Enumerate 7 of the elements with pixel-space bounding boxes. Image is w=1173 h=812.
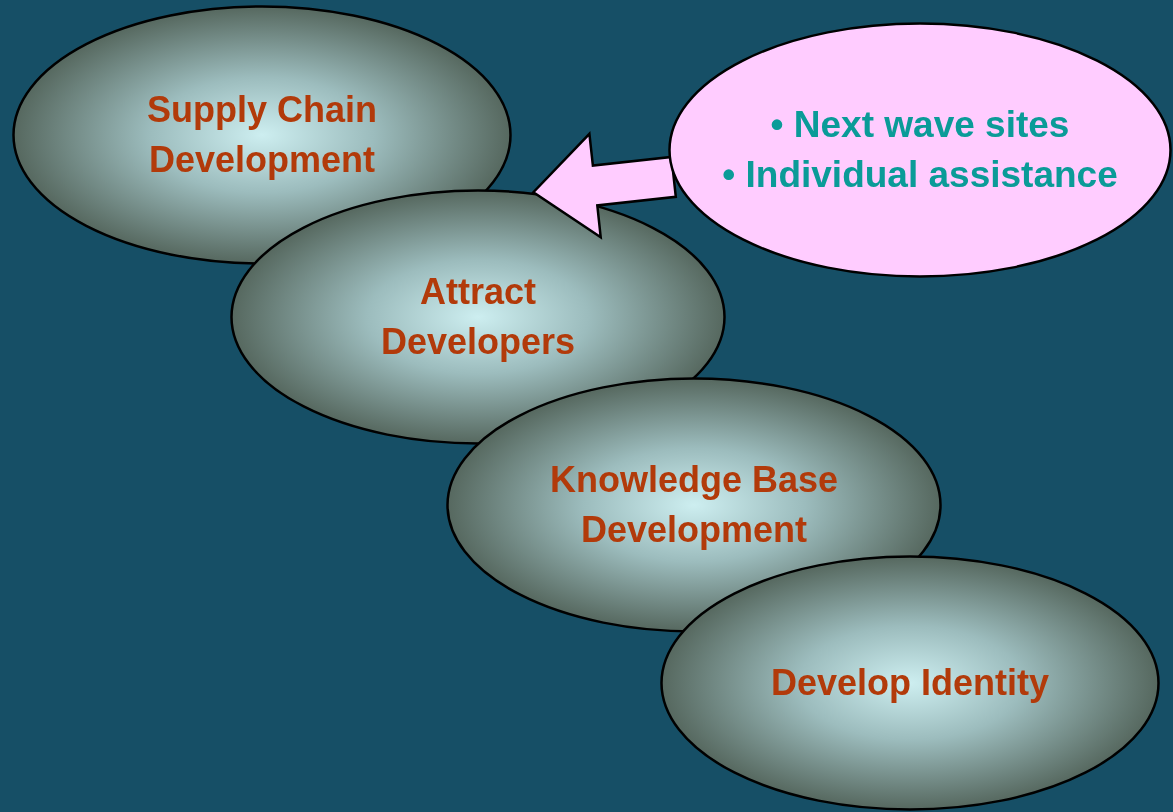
bullet-item: • Individual assistance <box>722 153 1118 197</box>
topic-label: Supply Chain Development <box>146 87 378 182</box>
topic-label: Develop Identity <box>770 660 1050 705</box>
bullet-item: • Next wave sites <box>770 103 1070 148</box>
topic-label: Attract Developers <box>379 269 577 364</box>
block-arrow <box>531 131 678 240</box>
topic-label: Knowledge Base Development <box>548 457 840 552</box>
